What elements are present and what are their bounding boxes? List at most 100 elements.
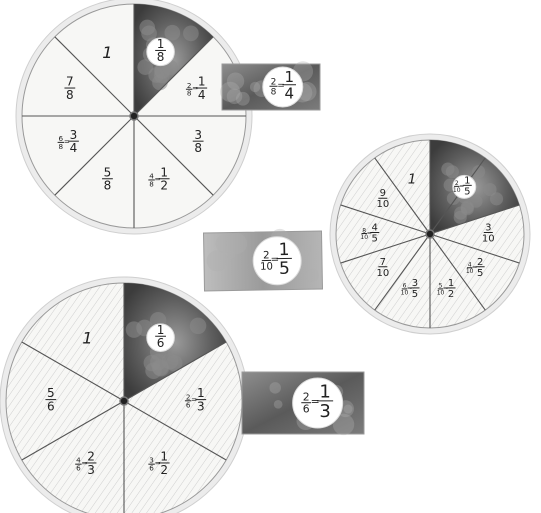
center-pin — [426, 230, 434, 238]
denominator: 4 — [70, 141, 78, 155]
numerator: 1 — [160, 450, 168, 464]
slice-fraction: 38 — [193, 128, 204, 155]
simplified-fraction: 14 — [283, 68, 297, 103]
denominator: 8 — [104, 179, 112, 193]
card-two-eighths[interactable]: 28=14 — [220, 61, 320, 110]
denominator: 4 — [198, 88, 206, 102]
numerator: 2 — [477, 257, 483, 268]
denominator: 8 — [194, 141, 202, 155]
card-two-sixths[interactable]: 26=13 — [242, 372, 364, 435]
grape-blob — [126, 321, 143, 338]
grape-blob — [153, 360, 170, 377]
denominator: 3 — [319, 401, 330, 422]
numerator: 1 — [197, 386, 205, 400]
denominator: 2 — [160, 179, 168, 193]
numerator: 4 — [372, 223, 378, 234]
simplified-fraction: 35 — [410, 278, 419, 300]
whole-label: 1 — [102, 43, 112, 62]
numerator: 3 — [194, 128, 202, 142]
denominator: 6 — [186, 400, 191, 409]
texture-blob — [236, 92, 250, 106]
numerator: 5 — [47, 386, 55, 400]
badge-fraction: 18 — [155, 37, 166, 64]
card-two-tenths[interactable]: 210=15 — [203, 228, 322, 291]
whole-label: 1 — [82, 329, 92, 348]
grape-blob — [183, 26, 199, 42]
denominator: 2 — [448, 289, 454, 300]
grape-blob — [483, 183, 496, 196]
slice-fraction: 56 — [45, 386, 56, 413]
denominator: 8 — [157, 50, 165, 64]
slice-fraction: 58 — [102, 165, 113, 192]
denominator: 6 — [47, 399, 55, 413]
slice-fraction: 78 — [64, 75, 75, 102]
denominator: 5 — [477, 268, 483, 279]
denominator: 5 — [464, 186, 470, 197]
numerator: 3 — [485, 223, 491, 234]
center-pin — [120, 397, 128, 405]
denominator: 4 — [284, 84, 294, 102]
center-pin — [130, 112, 138, 120]
numerator: 7 — [380, 257, 386, 268]
numerator: 1 — [319, 381, 330, 402]
sixths-wheel[interactable]: 1626=1336=1246=23561 — [0, 277, 248, 513]
texture-blob — [274, 400, 283, 409]
denominator: 8 — [149, 179, 154, 188]
numerator: 1 — [198, 75, 206, 89]
numerator: 1 — [284, 68, 294, 86]
denominator: 10 — [376, 199, 389, 210]
numerator: 5 — [104, 165, 112, 179]
denominator: 10 — [376, 268, 389, 279]
simplified-fraction: 13 — [195, 386, 206, 413]
numerator: 1 — [278, 240, 289, 260]
grape-blob — [469, 195, 482, 208]
numerator: 2 — [87, 450, 95, 464]
badge-fraction: 16 — [155, 323, 166, 350]
grape-blob — [148, 67, 164, 83]
simplified-fraction: 34 — [68, 128, 79, 155]
tenths-wheel[interactable]: 210=15310410=25510=12610=35710810=459101 — [330, 134, 530, 334]
simplified-fraction: 12 — [159, 165, 170, 192]
grape-blob — [190, 318, 207, 335]
denominator: 5 — [279, 259, 290, 279]
eighths-wheel[interactable]: 1828=143848=125868=34781 — [16, 0, 252, 234]
numerator: 3 — [70, 128, 78, 142]
numerator: 1 — [448, 278, 454, 289]
simplified-fraction: 45 — [370, 223, 379, 245]
simplified-fraction: 25 — [476, 257, 485, 279]
denominator: 5 — [412, 289, 418, 300]
denominator: 6 — [76, 464, 81, 473]
denominator: 8 — [66, 88, 74, 102]
texture-blob — [269, 382, 281, 394]
denominator: 6 — [157, 336, 165, 350]
denominator: 3 — [197, 399, 205, 413]
denominator: 10 — [482, 234, 495, 245]
numerator: 1 — [157, 37, 165, 51]
numerator: 3 — [412, 278, 418, 289]
denominator: 6 — [303, 402, 310, 415]
grape-blob — [139, 20, 155, 36]
simplified-fraction: 12 — [447, 278, 456, 300]
simplified-fraction: 15 — [463, 175, 472, 197]
texture-blob — [250, 82, 260, 92]
texture-blob — [227, 72, 244, 89]
denominator: 6 — [149, 464, 154, 473]
numerator: 7 — [66, 75, 74, 89]
simplified-fraction: 13 — [317, 381, 333, 422]
simplified-fraction: 12 — [159, 450, 170, 477]
simplified-fraction: 23 — [86, 450, 97, 477]
original-fraction: 26 — [301, 391, 311, 416]
simplified-fraction: 14 — [196, 75, 207, 102]
grape-blob — [165, 25, 181, 41]
texture-blob — [344, 405, 353, 414]
numerator: 9 — [380, 188, 386, 199]
denominator: 8 — [187, 89, 192, 98]
denominator: 8 — [271, 87, 277, 97]
denominator: 8 — [59, 142, 64, 151]
numerator: 1 — [157, 323, 165, 337]
grape-blob — [446, 165, 459, 178]
numerator: 1 — [464, 175, 470, 186]
denominator: 3 — [87, 463, 95, 477]
numerator: 2 — [263, 250, 270, 261]
